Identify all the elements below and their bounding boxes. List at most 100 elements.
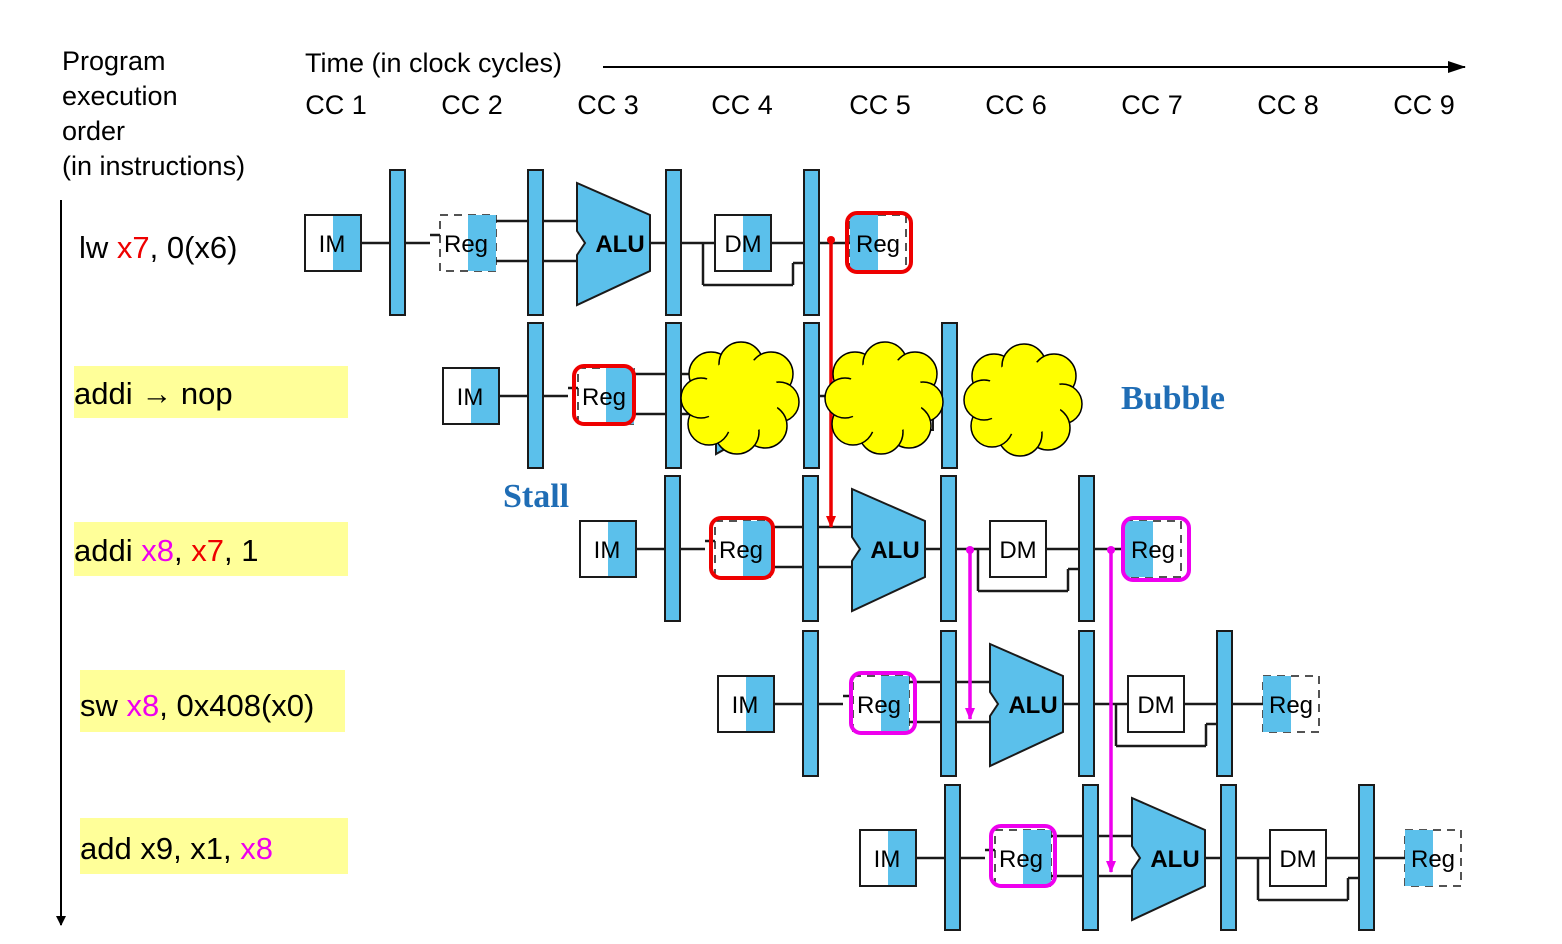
stalled-read-reg-x7 [572,364,636,426]
alu-shape [1131,796,1206,922]
instruction-text-part: x8 [127,688,160,723]
reg-write-label: Reg [856,231,900,258]
reg-write-fill [1125,521,1153,577]
alu-shape [989,642,1064,768]
instruction-label-5: add x9, x1, x8 [80,831,273,866]
reg-read-fill [606,368,634,424]
clock-cycle-5: CC 5 [849,90,911,120]
clock-cycle-6: CC 6 [985,90,1047,120]
order-label-line-4: (in instructions) [62,151,245,181]
instruction-label-1: lw x7, 0(x6) [79,230,238,265]
instruction-highlight [74,522,348,576]
instruction-highlight [80,670,345,732]
alu-label: ALU [1150,846,1199,873]
pipeline-register [664,475,681,622]
dm-fill [743,215,771,271]
reg-read-label: Reg [999,846,1043,873]
dm-label: DM [724,231,761,258]
instruction-text-part: x8 [141,533,174,568]
pipeline-register [1220,784,1237,931]
forwarding-origin-x8-mem [1107,546,1115,554]
pipeline-register [803,322,820,469]
pipeline-register [1078,630,1095,777]
dm-label: DM [1279,846,1316,873]
instruction-highlight [74,366,348,418]
instruction-label-2: addi → nop [74,376,233,411]
instruction-text-part: , 0x408(x0) [159,688,314,723]
pipeline-register [802,475,819,622]
im-label: IM [874,846,901,873]
im-label: IM [457,384,484,411]
clock-cycle-7: CC 7 [1121,90,1183,120]
pipeline-register [941,322,958,469]
clock-cycle-8: CC 8 [1257,90,1319,120]
instruction-text-part: , [174,533,191,568]
im-fill [608,521,636,577]
instruction-label-3: addi x8, x7, 1 [74,533,258,568]
reg-write-label: Reg [1131,537,1175,564]
instruction-text-part: sw [80,688,127,723]
forwarding-origin-x8-alu [966,546,974,554]
pipeline-register [389,169,406,316]
im-label: IM [319,231,346,258]
instruction-highlight [80,818,348,874]
pipeline-row-1: IM Reg ALU DM Reg [304,169,907,316]
clock-cycle-3: CC 3 [577,90,639,120]
dm-label: DM [999,537,1036,564]
pipeline-register [940,630,957,777]
clock-cycle-9: CC 9 [1393,90,1455,120]
reg-read-label: Reg [582,384,626,411]
clock-cycle-1: CC 1 [305,90,367,120]
stall-label: Stall [503,478,569,515]
reg-write-fill [1263,676,1291,732]
reg-write-fill [1405,830,1433,886]
dm-label: DM [1137,692,1174,719]
bubble-core [703,358,779,434]
reg-read-label: Reg [719,537,763,564]
im-fill [333,215,361,271]
pipeline-register [1358,784,1375,931]
instruction-label-4: sw x8, 0x408(x0) [80,688,314,723]
clock-cycle-4: CC 4 [711,90,773,120]
instruction-text-part: addi → nop [74,376,233,411]
writeback-reg-x8 [1121,516,1191,582]
bubble-core [847,358,923,434]
alu-label: ALU [595,231,644,258]
im-label: IM [732,692,759,719]
bubble-cloud-3 [963,343,1083,457]
pipeline-register [1078,475,1095,622]
reg-read-label: Reg [444,231,488,258]
instruction-text-part: x7 [191,533,224,568]
forwarding-origin-x7 [827,236,835,244]
pipeline-register [802,630,819,777]
pipeline-register [803,169,820,316]
dm-box [1269,829,1327,887]
pipeline-register [944,784,961,931]
im-fill [888,830,916,886]
alu-label: ALU [870,537,919,564]
reg-read-fill [743,521,771,577]
read-reg-x8-sw [849,671,917,735]
pipeline-register [665,322,682,469]
reg-write-fill [850,215,878,271]
alu-shape [576,181,651,307]
hazard-overlay [572,211,1191,888]
instruction-labels: lw x7, 0(x6) addi → nop addi x8, x7, 1 sw x… [74,230,348,874]
reg-read-fill [1023,830,1051,886]
reg-read-fill [468,215,496,271]
pipeline-register [665,169,682,316]
hazard-source-reg-x7 [845,211,913,274]
forwarded-read-reg-x7 [709,516,775,580]
pipeline-register [527,322,544,469]
pipeline-register [1082,784,1099,931]
order-label-line-3: order [62,116,125,146]
read-reg-x8-add [989,824,1057,888]
time-axis-label: Time (in clock cycles) [305,48,562,78]
im-label: IM [594,537,621,564]
reg-read-label: Reg [857,692,901,719]
